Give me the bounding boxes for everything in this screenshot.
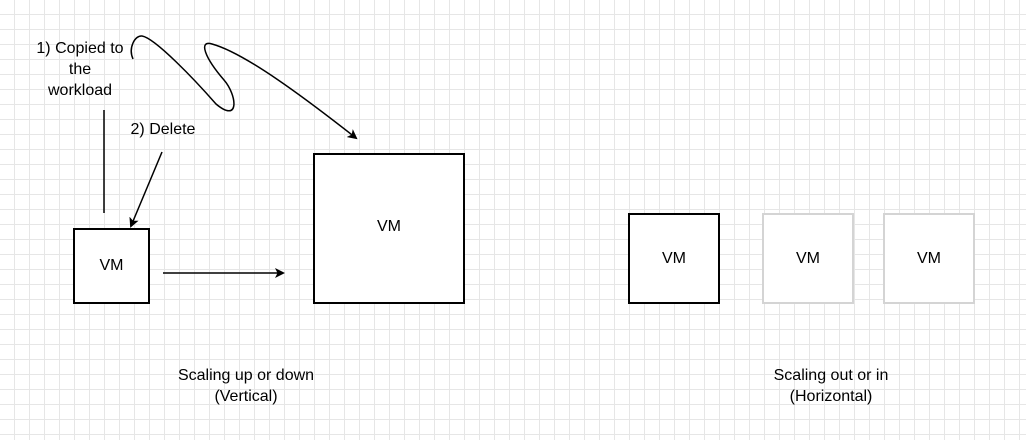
vertical-caption-line-1: Scaling up or down [177, 367, 315, 384]
delete-arrow [129, 151, 163, 228]
copied-to-workload-label: 1) Copied to the workload [30, 38, 130, 101]
large-vm-label: VM [377, 218, 401, 235]
copied-label-line-1: 1) Copied to [36, 40, 124, 57]
copied-label-line-2: the [68, 61, 92, 78]
horizontal-vm-1-box: VM [628, 213, 720, 304]
copied-label-line-3: workload [47, 82, 113, 99]
delete-label: 2) Delete [120, 119, 206, 140]
horizontal-vm-3-box: VM [883, 213, 975, 304]
small-vm-label: VM [99, 257, 124, 274]
horizontal-caption-line-1: Scaling out or in [773, 367, 889, 384]
horizontal-vm-2-label: VM [796, 249, 820, 267]
copied-to-workload-arrow [130, 35, 358, 140]
large-vm-box: VM [313, 153, 465, 304]
small-vm-box: VM [73, 228, 150, 304]
horizontal-vm-3-label: VM [917, 249, 941, 267]
horizontal-vm-1-label: VM [662, 249, 686, 267]
horizontal-scaling-caption: Scaling out or in (Horizontal) [731, 365, 931, 407]
vertical-caption-line-2: (Vertical) [214, 388, 278, 405]
horizontal-caption-line-2: (Horizontal) [789, 388, 873, 405]
delete-label-text: 2) Delete [130, 121, 196, 138]
horizontal-vm-2-box: VM [762, 213, 854, 304]
vertical-scaling-caption: Scaling up or down (Vertical) [146, 365, 346, 407]
